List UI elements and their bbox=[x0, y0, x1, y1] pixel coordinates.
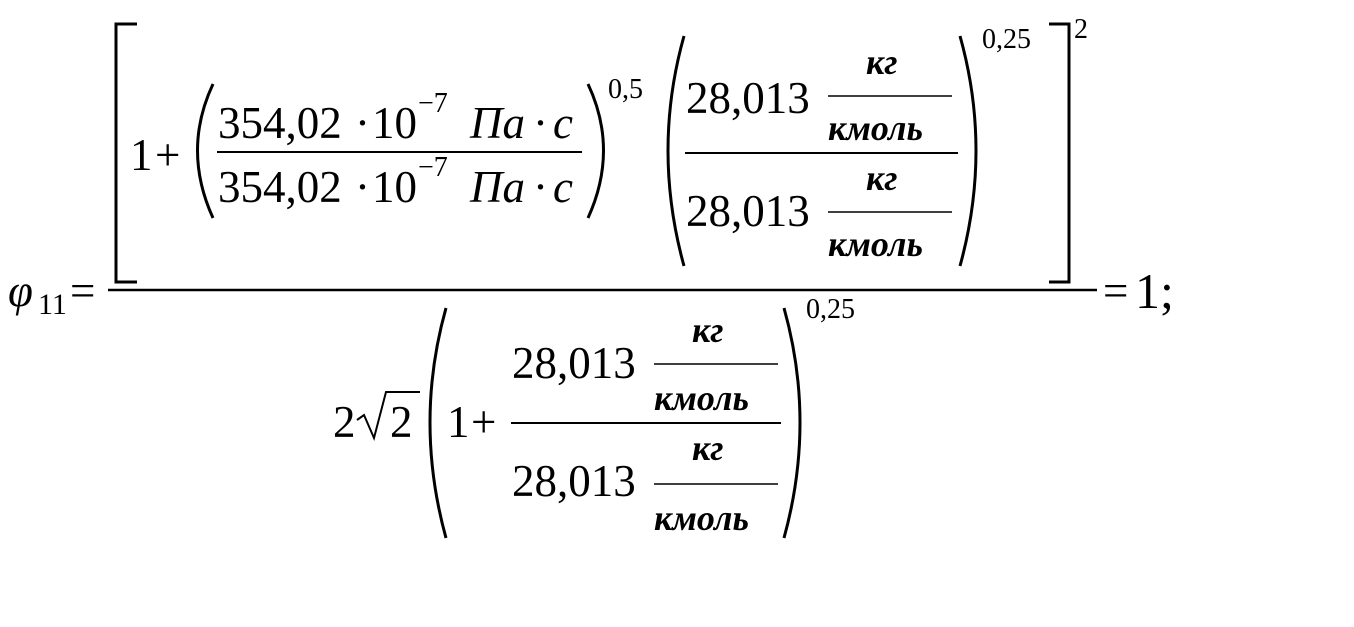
denominator-coef: 2 bbox=[333, 397, 356, 447]
mass-top-unit-kg: кг bbox=[866, 42, 898, 82]
mass-top-value: 28,013 bbox=[686, 73, 810, 123]
lhs-subscript: 11 bbox=[38, 288, 67, 321]
visc-right-paren bbox=[586, 83, 605, 219]
result-value: 1; bbox=[1135, 263, 1174, 319]
numerator-plus: + bbox=[155, 130, 180, 180]
visc-bottom-exp: −7 bbox=[418, 152, 448, 183]
denom-mass-top-unit-kg: кг bbox=[692, 310, 724, 350]
result-equals: = bbox=[1103, 266, 1128, 316]
mass-bottom-unit-kg: кг bbox=[866, 158, 898, 198]
right-square-bracket bbox=[1049, 22, 1071, 284]
denominator: 2 2 1 + 28,013 кг кмоль 28,013 кг кмоль … bbox=[333, 294, 855, 539]
mass-bottom-value: 28,013 bbox=[686, 186, 810, 236]
lhs-phi-symbol: φ bbox=[8, 266, 33, 316]
lhs: φ 11 = bbox=[8, 266, 95, 321]
visc-bottom-cdot: · bbox=[355, 162, 370, 212]
bracket-power: 2 bbox=[1074, 14, 1088, 45]
mass-left-paren bbox=[666, 35, 686, 267]
visc-top-value: 354,02 bbox=[218, 98, 342, 148]
mass-denominator: 28,013 кг кмоль bbox=[686, 158, 952, 264]
visc-bottom-unit-pa: Па bbox=[469, 162, 525, 212]
denom-power: 0,25 bbox=[806, 294, 855, 325]
sqrt-argument: 2 bbox=[390, 397, 413, 447]
visc-numerator: 354,02 · 10 −7 Па · с bbox=[218, 88, 573, 148]
denom-mass-bottom-value: 28,013 bbox=[512, 456, 636, 506]
visc-bottom-unit-s: с bbox=[553, 162, 573, 212]
denom-mass-top-value: 28,013 bbox=[512, 338, 636, 388]
denom-mass-bottom-unit-kg: кг bbox=[692, 428, 724, 468]
visc-bottom-unit-cdot: · bbox=[533, 162, 548, 212]
visc-left-paren bbox=[196, 83, 215, 219]
mass-right-paren bbox=[958, 35, 978, 267]
mass-bottom-unit-kmol: кмоль bbox=[828, 224, 923, 264]
left-square-bracket bbox=[114, 22, 137, 284]
visc-top-unit-s: с bbox=[553, 98, 573, 148]
visc-bottom-ten: 10 bbox=[372, 162, 417, 212]
visc-top-unit-pa: Па bbox=[469, 98, 525, 148]
visc-bottom-value: 354,02 bbox=[218, 162, 342, 212]
visc-top-ten: 10 bbox=[372, 98, 417, 148]
visc-top-unit-cdot: · bbox=[533, 98, 548, 148]
sqrt-sign bbox=[356, 391, 420, 442]
lhs-equals: = bbox=[70, 266, 95, 316]
denom-plus: + bbox=[471, 397, 496, 447]
mass-power: 0,25 bbox=[982, 24, 1031, 55]
visc-denominator: 354,02 · 10 −7 Па · с bbox=[218, 152, 573, 212]
numerator-one: 1 bbox=[130, 130, 153, 180]
denom-mass-top-unit-kmol: кмоль bbox=[654, 378, 749, 418]
visc-top-exp: −7 bbox=[418, 88, 448, 119]
visc-top-cdot: · bbox=[355, 98, 370, 148]
denom-right-paren bbox=[782, 307, 802, 539]
denom-one: 1 bbox=[447, 397, 470, 447]
mass-top-unit-kmol: кмоль bbox=[828, 108, 923, 148]
mass-numerator: 28,013 кг кмоль bbox=[686, 42, 952, 148]
denom-left-paren bbox=[428, 307, 448, 539]
visc-power: 0,5 bbox=[608, 74, 643, 105]
denom-mass-bottom-unit-kmol: кмоль bbox=[654, 498, 749, 538]
